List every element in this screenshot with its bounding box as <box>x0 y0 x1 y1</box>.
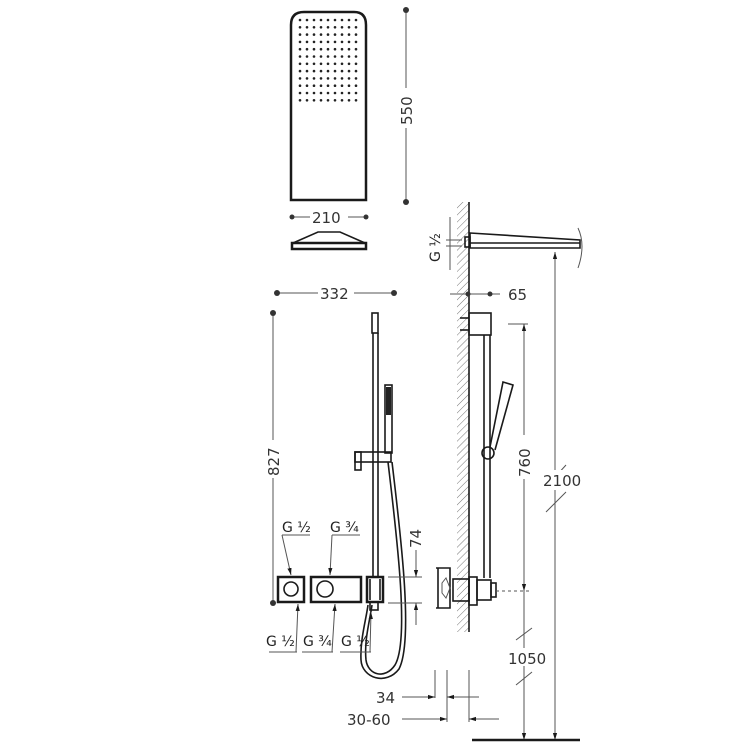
arm-offset-label: 65 <box>508 286 527 304</box>
connection-callouts-bottom: G ½ G ¾ G ½ <box>266 603 373 653</box>
bottom-right-connection-label: G ½ <box>341 634 370 650</box>
flexible-hose <box>360 461 407 680</box>
dimension-arm-offset: 65 <box>450 286 527 304</box>
concealed-valve-body <box>436 567 530 609</box>
head-width-label: 210 <box>312 209 341 227</box>
kit-width-label: 332 <box>320 285 349 303</box>
rain-shower-head-side-view <box>290 231 368 251</box>
bottom-mid-connection-label: G ¾ <box>303 634 332 650</box>
wall-depth-b-label: 30-60 <box>347 711 391 729</box>
valve-spacing-label: 74 <box>407 529 425 548</box>
dimension-bar-height: 760 <box>508 323 534 591</box>
sliding-bar-side-view <box>460 312 514 578</box>
dimension-kit-width: 332 <box>274 283 397 303</box>
arm-inlet-label: G ½ <box>428 233 444 262</box>
wall-section <box>457 202 470 632</box>
connection-callouts-top: G ½ G ¾ <box>281 520 360 576</box>
top-left-connection-label: G ½ <box>282 520 311 536</box>
sliding-bar-front-view <box>354 312 392 578</box>
head-height-label: 550 <box>398 96 416 125</box>
wall-outlet <box>365 575 385 611</box>
valve-height-label: 1050 <box>508 650 546 668</box>
diverter-valve-plate <box>276 575 306 604</box>
dimension-head-width: 210 <box>289 207 369 227</box>
kit-height-label: 827 <box>265 447 283 476</box>
arm-inlet-dimension: G ½ <box>428 217 462 270</box>
wall-depth-a-label: 34 <box>376 689 395 707</box>
dimension-wall-depths: 34 <box>376 670 499 722</box>
dimension-valve-spacing: 74 <box>388 529 425 625</box>
bottom-left-connection-label: G ½ <box>266 634 295 650</box>
dimension-head-height: 550 <box>396 7 416 205</box>
top-right-connection-label: G ¾ <box>330 520 359 536</box>
dimension-total-height: 2100 <box>540 252 582 740</box>
hand-shower <box>384 384 393 454</box>
nozzle-grid <box>298 18 358 102</box>
shower-arm <box>464 227 583 269</box>
total-height-label: 2100 <box>543 472 581 490</box>
dimension-kit-height: 827 <box>263 310 283 606</box>
bar-height-label: 760 <box>516 448 534 477</box>
dimension-valve-height: 1050 <box>508 591 546 740</box>
rain-shower-head-top-view <box>289 10 368 202</box>
thermostatic-valve-plate <box>309 575 363 604</box>
